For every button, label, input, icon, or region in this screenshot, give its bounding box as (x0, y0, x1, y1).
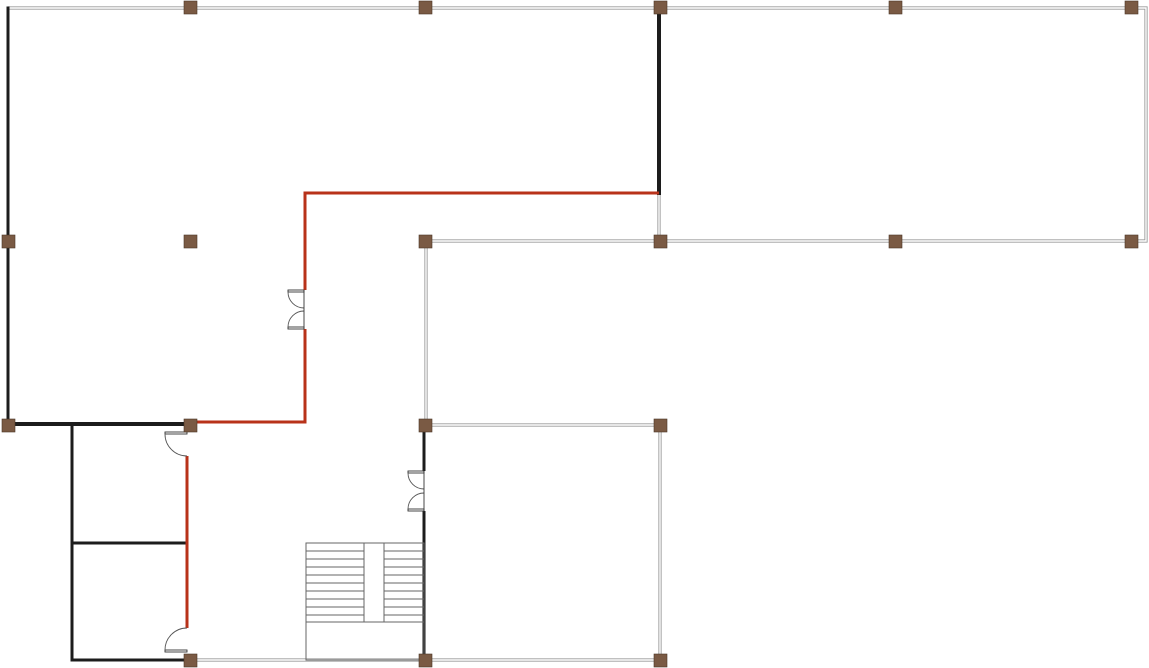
column (1, 418, 16, 433)
stairwell (305, 542, 425, 661)
column (653, 418, 668, 433)
small-rooms-outline (70, 425, 189, 662)
double-door-east (407, 470, 428, 512)
doors (164, 289, 428, 653)
single-door-lower (164, 627, 191, 653)
stair-flight-left (306, 550, 364, 616)
double-door-west (287, 289, 309, 330)
column (1124, 0, 1139, 15)
column (1124, 234, 1139, 249)
right-perimeter-wall (1131, 6, 1148, 243)
column (183, 0, 198, 15)
column (888, 234, 903, 249)
column (653, 234, 668, 249)
column (418, 418, 433, 433)
glazed-partitions (8, 6, 1148, 662)
column (183, 234, 198, 249)
column (418, 653, 433, 668)
solid-walls (6, 6, 661, 662)
column (1, 234, 16, 249)
column (653, 653, 668, 668)
column (418, 234, 433, 249)
column (653, 0, 668, 15)
stair-outline (305, 542, 425, 661)
column (183, 418, 198, 433)
column (888, 0, 903, 15)
column (183, 653, 198, 668)
single-door-upper (164, 431, 191, 457)
stair-landing-divider (363, 542, 385, 623)
stair-flight-right (384, 550, 424, 616)
column (418, 0, 433, 15)
